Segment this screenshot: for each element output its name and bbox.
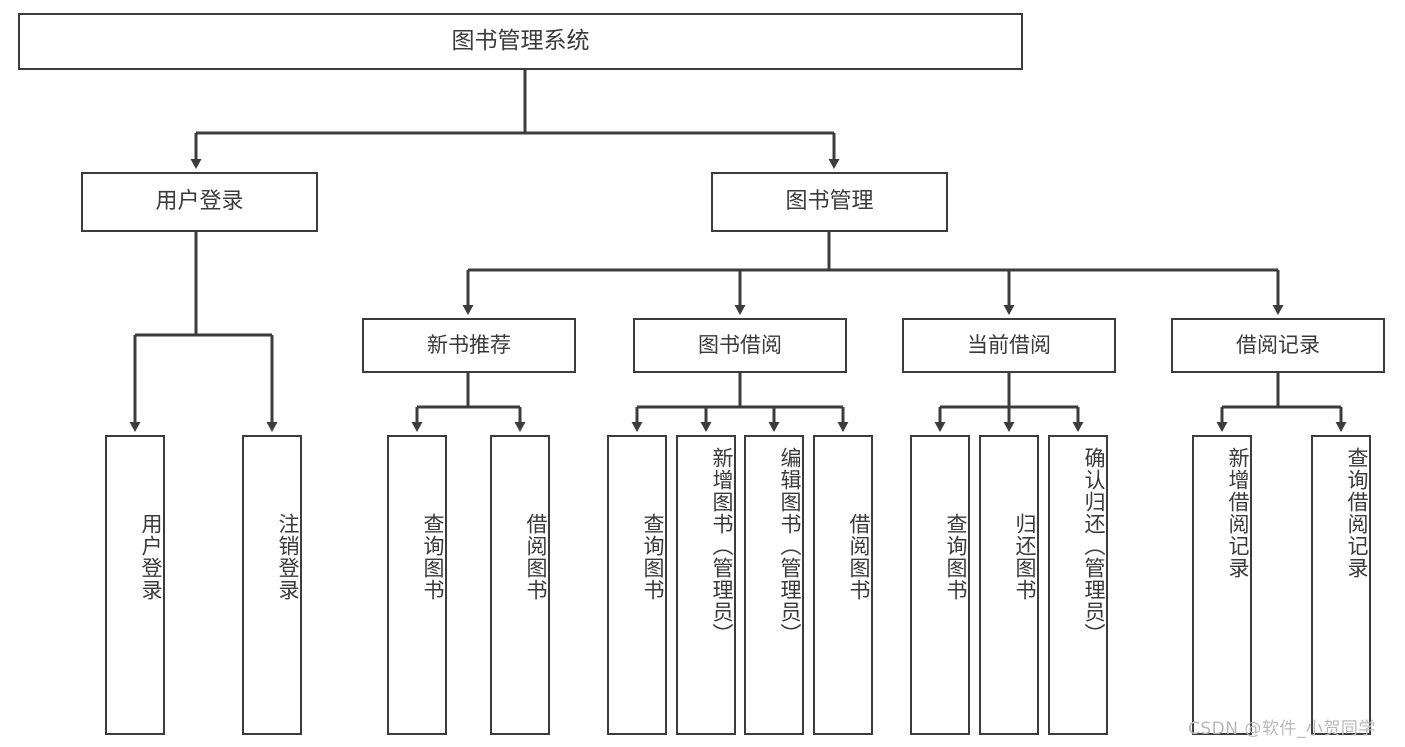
node-label: 借阅图书 xyxy=(847,513,871,601)
node-label: 查询图书 xyxy=(944,513,968,601)
leaf-borrow-books-recommendation[interactable]: 借阅图书 xyxy=(490,435,550,735)
node-label: 用户登录 xyxy=(139,513,163,601)
node-user-login[interactable]: 用户登录 xyxy=(81,172,318,232)
node-label: 确认归还（管理员） xyxy=(1082,447,1106,645)
node-current-borrowing[interactable]: 当前借阅 xyxy=(902,318,1116,373)
node-label: 编辑图书（管理员） xyxy=(778,447,802,645)
node-label: 图书管理 xyxy=(785,189,874,215)
leaf-confirm-return-admin[interactable]: 确认归还（管理员） xyxy=(1048,435,1108,735)
node-borrowing-records[interactable]: 借阅记录 xyxy=(1171,318,1385,373)
node-label: 借阅图书 xyxy=(524,513,548,601)
node-label: 用户登录 xyxy=(155,189,244,215)
leaf-edit-book-admin[interactable]: 编辑图书（管理员） xyxy=(744,435,804,735)
leaf-return-books[interactable]: 归还图书 xyxy=(979,435,1039,735)
node-label: 图书借阅 xyxy=(698,333,782,358)
watermark: CSDN @软件_小贺同学 xyxy=(1188,719,1376,739)
node-book-borrowing[interactable]: 图书借阅 xyxy=(633,318,847,373)
leaf-query-books-recommendation[interactable]: 查询图书 xyxy=(387,435,447,735)
node-label: 新增图书（管理员） xyxy=(710,447,734,645)
node-label: 查询借阅记录 xyxy=(1345,447,1369,579)
node-label: 查询图书 xyxy=(421,513,445,601)
leaf-query-borrow-record[interactable]: 查询借阅记录 xyxy=(1311,435,1371,735)
leaf-borrow-books-borrowing[interactable]: 借阅图书 xyxy=(813,435,873,735)
leaf-add-borrow-record[interactable]: 新增借阅记录 xyxy=(1192,435,1252,735)
node-label: 查询图书 xyxy=(641,513,665,601)
leaf-query-books-current[interactable]: 查询图书 xyxy=(910,435,970,735)
node-label: 新增借阅记录 xyxy=(1226,447,1250,579)
leaf-query-books-borrowing[interactable]: 查询图书 xyxy=(607,435,667,735)
node-new-book-recommendation[interactable]: 新书推荐 xyxy=(362,318,576,373)
node-label: 归还图书 xyxy=(1013,513,1037,601)
node-label: 注销登录 xyxy=(276,513,300,601)
node-root-book-management-system[interactable]: 图书管理系统 xyxy=(18,13,1023,70)
leaf-add-book-admin[interactable]: 新增图书（管理员） xyxy=(676,435,736,735)
node-label: 图书管理系统 xyxy=(451,28,590,55)
leaf-user-login[interactable]: 用户登录 xyxy=(105,435,165,735)
node-label: 借阅记录 xyxy=(1236,333,1320,358)
node-book-management[interactable]: 图书管理 xyxy=(711,172,948,232)
node-label: 新书推荐 xyxy=(427,333,511,358)
node-label: 当前借阅 xyxy=(967,333,1051,358)
leaf-logout[interactable]: 注销登录 xyxy=(242,435,302,735)
